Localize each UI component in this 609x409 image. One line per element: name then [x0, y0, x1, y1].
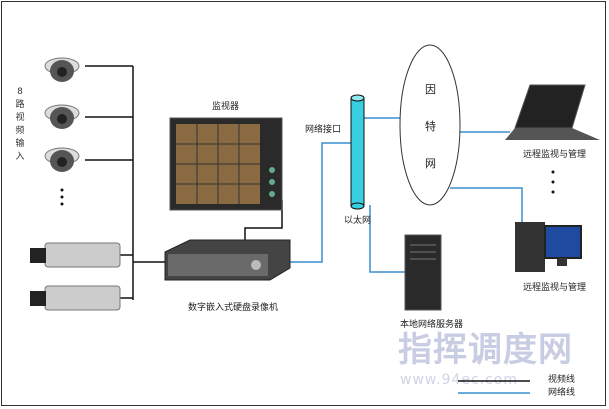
net-port-label: 网络接口	[305, 125, 342, 135]
internet-char: 网	[425, 157, 436, 170]
dome-cameras	[44, 57, 80, 206]
dvr	[164, 239, 291, 281]
input-char: 视	[15, 113, 25, 123]
input-char: 输	[15, 139, 25, 149]
ethernet-tube	[350, 94, 365, 210]
internet-char: 特	[425, 120, 436, 133]
monitor	[169, 117, 283, 211]
server	[404, 234, 442, 311]
monitor-label: 监视器	[212, 102, 240, 112]
desktop	[515, 222, 582, 272]
remote-label-1: 远程监视与管理	[523, 150, 587, 160]
input-char: 频	[15, 126, 25, 136]
internet-ellipse	[399, 44, 461, 206]
input-char: 入	[15, 152, 25, 162]
watermark-title: 指挥调度网	[398, 330, 573, 370]
video-lines	[85, 65, 530, 382]
input-char: 路	[15, 100, 25, 110]
ethernet-label: 以太网	[344, 216, 372, 226]
remote-label-2: 远程监视与管理	[523, 283, 587, 293]
laptop	[505, 84, 600, 140]
legend-network: 网络线	[548, 388, 576, 398]
dvr-label: 数字嵌入式硬盘录像机	[188, 303, 279, 313]
legend-video: 视频线	[548, 375, 576, 385]
box-cameras	[30, 242, 121, 311]
network-lines	[290, 117, 530, 394]
watermark-url: www.94ec.com	[400, 372, 518, 388]
input-char: 8	[17, 87, 23, 97]
internet-char: 因	[425, 83, 436, 96]
server-label: 本地网络服务器	[400, 320, 464, 330]
